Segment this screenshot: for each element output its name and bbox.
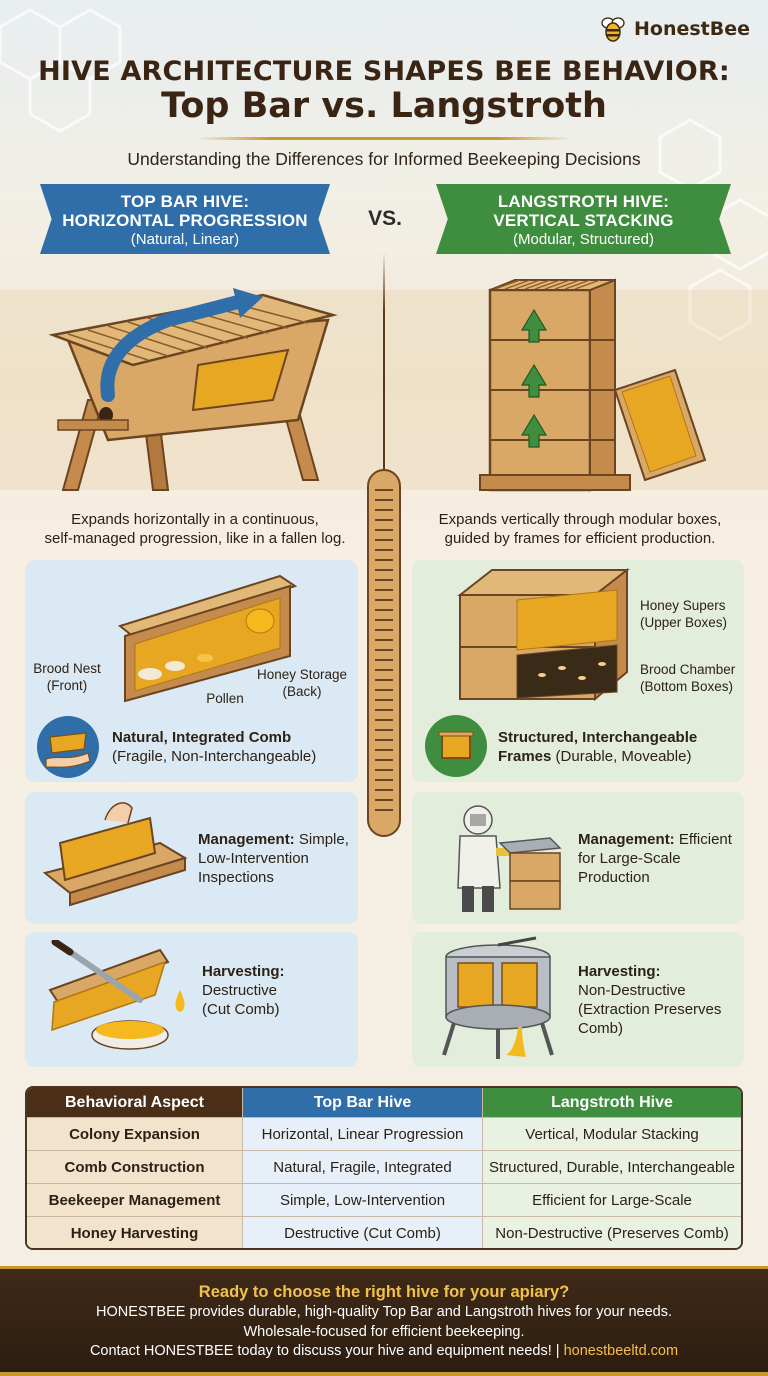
brand-logo: HonestBee xyxy=(598,14,750,44)
langstroth-caption: Expands vertically through modular boxes… xyxy=(410,510,750,548)
brood-chamber-label-2: (Bottom Boxes) xyxy=(640,679,734,694)
langstroth-management-label: Management: xyxy=(578,831,675,848)
langstroth-caption-line-1: Expands vertically through modular boxes… xyxy=(438,511,722,528)
page-subtitle: Understanding the Differences for Inform… xyxy=(127,149,641,169)
top-bar-banner-title-2: HORIZONTAL PROGRESSION xyxy=(62,211,308,230)
footer-bottom-bar xyxy=(0,1372,768,1376)
top-bar-harvest-line-1: Destructive xyxy=(202,982,278,999)
bee-icon xyxy=(601,17,625,42)
page-title-line-2: Top Bar vs. Langstroth xyxy=(161,86,607,126)
langstroth-boxes-illustration xyxy=(457,567,630,702)
table-cell: Colony Expansion xyxy=(27,1118,243,1150)
table-cell: Efficient for Large-Scale xyxy=(483,1184,741,1216)
honey-supers-label: Honey Supers (Upper Boxes) xyxy=(640,597,740,631)
table-row: Comb Construction Natural, Fragile, Inte… xyxy=(27,1151,741,1184)
brood-chamber-label-1: Brood Chamber xyxy=(640,662,736,677)
top-bar-management-text: Management: Simple, Low-Intervention Ins… xyxy=(198,830,358,887)
top-bar-comb-title: Natural, Integrated Comb xyxy=(112,729,292,746)
table-cell: Beekeeper Management xyxy=(27,1184,243,1216)
extractor-illustration xyxy=(442,936,554,1059)
table-row: Honey Harvesting Destructive (Cut Comb) … xyxy=(27,1217,741,1248)
langstroth-harvest-label: Harvesting: xyxy=(578,963,661,980)
table-row: Beekeeper Management Simple, Low-Interve… xyxy=(27,1184,741,1217)
langstroth-banner-title-2: VERTICAL STACKING xyxy=(493,211,674,230)
honey-storage-label-text: Honey Storage (Back) xyxy=(256,667,348,699)
brood-nest-label: Brood Nest (Front) xyxy=(28,660,106,694)
top-bar-caption: Expands horizontally in a continuous, se… xyxy=(20,510,370,548)
footer-contact-text: Contact HONESTBEE today to discuss your … xyxy=(89,1343,564,1359)
honey-supers-label-1: Honey Supers xyxy=(640,598,726,613)
brood-nest-label-text: Brood Nest (Front) xyxy=(33,661,101,693)
honey-storage-label: Honey Storage (Back) xyxy=(252,666,352,700)
top-bar-banner-title-1: TOP BAR HIVE: xyxy=(120,192,250,211)
langstroth-caption-line-2: guided by frames for efficient productio… xyxy=(444,530,716,547)
top-bar-harvest-text: Harvesting: Destructive (Cut Comb) xyxy=(202,962,352,1019)
table-cell: Vertical, Modular Stacking xyxy=(483,1118,741,1150)
top-bar-comb-text: Natural, Integrated Comb (Fragile, Non-I… xyxy=(112,728,352,766)
langstroth-management-line-1: Efficient xyxy=(674,831,732,848)
table-header-cell: Langstroth Hive xyxy=(483,1088,741,1117)
table-header-cell: Top Bar Hive xyxy=(243,1088,483,1117)
table-cell: Simple, Low-Intervention xyxy=(243,1184,483,1216)
langstroth-management-line-3: Production xyxy=(578,869,650,886)
top-bar-management-line-1: Simple, xyxy=(294,831,349,848)
footer-line-2: Wholesale-focused for efficient beekeepi… xyxy=(243,1324,525,1340)
hand-comb-icon xyxy=(37,716,99,778)
comparison-table: Behavioral Aspect Top Bar Hive Langstrot… xyxy=(25,1086,743,1250)
top-bar-caption-line-2: self-managed progression, like in a fall… xyxy=(44,530,346,547)
footer: Ready to choose the right hive for your … xyxy=(0,1266,768,1376)
center-frame-bar xyxy=(367,469,401,837)
langstroth-harvest-line-3: Comb) xyxy=(578,1020,624,1037)
footer-contact: Contact HONESTBEE today to discuss your … xyxy=(0,1343,768,1359)
table-cell: Destructive (Cut Comb) xyxy=(243,1217,483,1248)
langstroth-frame-text: Structured, Interchangeable Frames (Dura… xyxy=(498,728,738,766)
frame-icon xyxy=(425,715,487,777)
top-bar-comb-sub: (Fragile, Non-Interchangeable) xyxy=(112,748,317,765)
title-divider xyxy=(196,137,572,140)
page-title-line-1: HIVE ARCHITECTURE SHAPES BEE BEHAVIOR: xyxy=(38,56,730,87)
langstroth-frame-sub: (Durable, Moveable) xyxy=(551,748,692,765)
langstroth-frame-title-1: Structured, Interchangeable xyxy=(498,729,698,746)
table-cell: Natural, Fragile, Integrated xyxy=(243,1151,483,1183)
langstroth-banner-sub: (Modular, Structured) xyxy=(513,231,654,248)
langstroth-banner-title-1: LANGSTROTH HIVE: xyxy=(497,192,670,211)
top-bar-management-label: Management: xyxy=(198,831,295,848)
honey-supers-label-2: (Upper Boxes) xyxy=(640,615,728,630)
table-cell: Comb Construction xyxy=(27,1151,243,1183)
langstroth-frame-title-2: Frames xyxy=(498,748,552,765)
top-bar-harvest-label: Harvesting: xyxy=(202,963,285,980)
table-cell: Structured, Durable, Interchangeable xyxy=(483,1151,741,1183)
table-cell: Non-Destructive (Preserves Comb) xyxy=(483,1217,741,1248)
top-bar-harvest-line-2: (Cut Comb) xyxy=(202,1001,280,1018)
top-bar-banner: TOP BAR HIVE: HORIZONTAL PROGRESSION (Na… xyxy=(40,184,330,254)
table-cell: Horizontal, Linear Progression xyxy=(243,1118,483,1150)
table-header-row: Behavioral Aspect Top Bar Hive Langstrot… xyxy=(27,1088,741,1118)
hand-lifting-bar-illustration xyxy=(42,802,188,907)
langstroth-management-text: Management: Efficient for Large-Scale Pr… xyxy=(578,830,743,887)
beekeeper-illustration xyxy=(457,805,562,912)
vs-label: VS. xyxy=(368,207,402,230)
table-cell: Honey Harvesting xyxy=(27,1217,243,1248)
footer-cta: Ready to choose the right hive for your … xyxy=(198,1283,570,1301)
top-bar-caption-line-1: Expands horizontally in a continuous, xyxy=(71,511,319,528)
langstroth-harvest-line-2: (Extraction Preserves xyxy=(578,1001,722,1018)
top-bar-comb-illustration xyxy=(117,574,298,703)
table-header-cell: Behavioral Aspect xyxy=(27,1088,243,1117)
langstroth-hive-illustration xyxy=(479,278,707,492)
brand-name: HonestBee xyxy=(633,18,750,40)
langstroth-harvest-text: Harvesting: Non-Destructive (Extraction … xyxy=(578,962,743,1038)
website-link[interactable]: honestbeeltd.com xyxy=(563,1343,679,1359)
top-bar-hive-illustration xyxy=(48,288,338,491)
pollen-label: Pollen xyxy=(206,691,244,706)
langstroth-harvest-line-1: Non-Destructive xyxy=(578,982,686,999)
top-bar-management-line-2: Low-Intervention xyxy=(198,850,309,867)
brood-chamber-label: Brood Chamber (Bottom Boxes) xyxy=(640,661,744,695)
langstroth-banner: LANGSTROTH HIVE: VERTICAL STACKING (Modu… xyxy=(436,184,731,254)
table-row: Colony Expansion Horizontal, Linear Prog… xyxy=(27,1118,741,1151)
top-bar-banner-sub: (Natural, Linear) xyxy=(130,231,240,248)
langstroth-management-line-2: for Large-Scale xyxy=(578,850,681,867)
top-bar-management-line-3: Inspections xyxy=(198,869,274,886)
cut-comb-illustration xyxy=(48,940,185,1050)
footer-line-1: HONESTBEE provides durable, high-quality… xyxy=(95,1304,673,1320)
